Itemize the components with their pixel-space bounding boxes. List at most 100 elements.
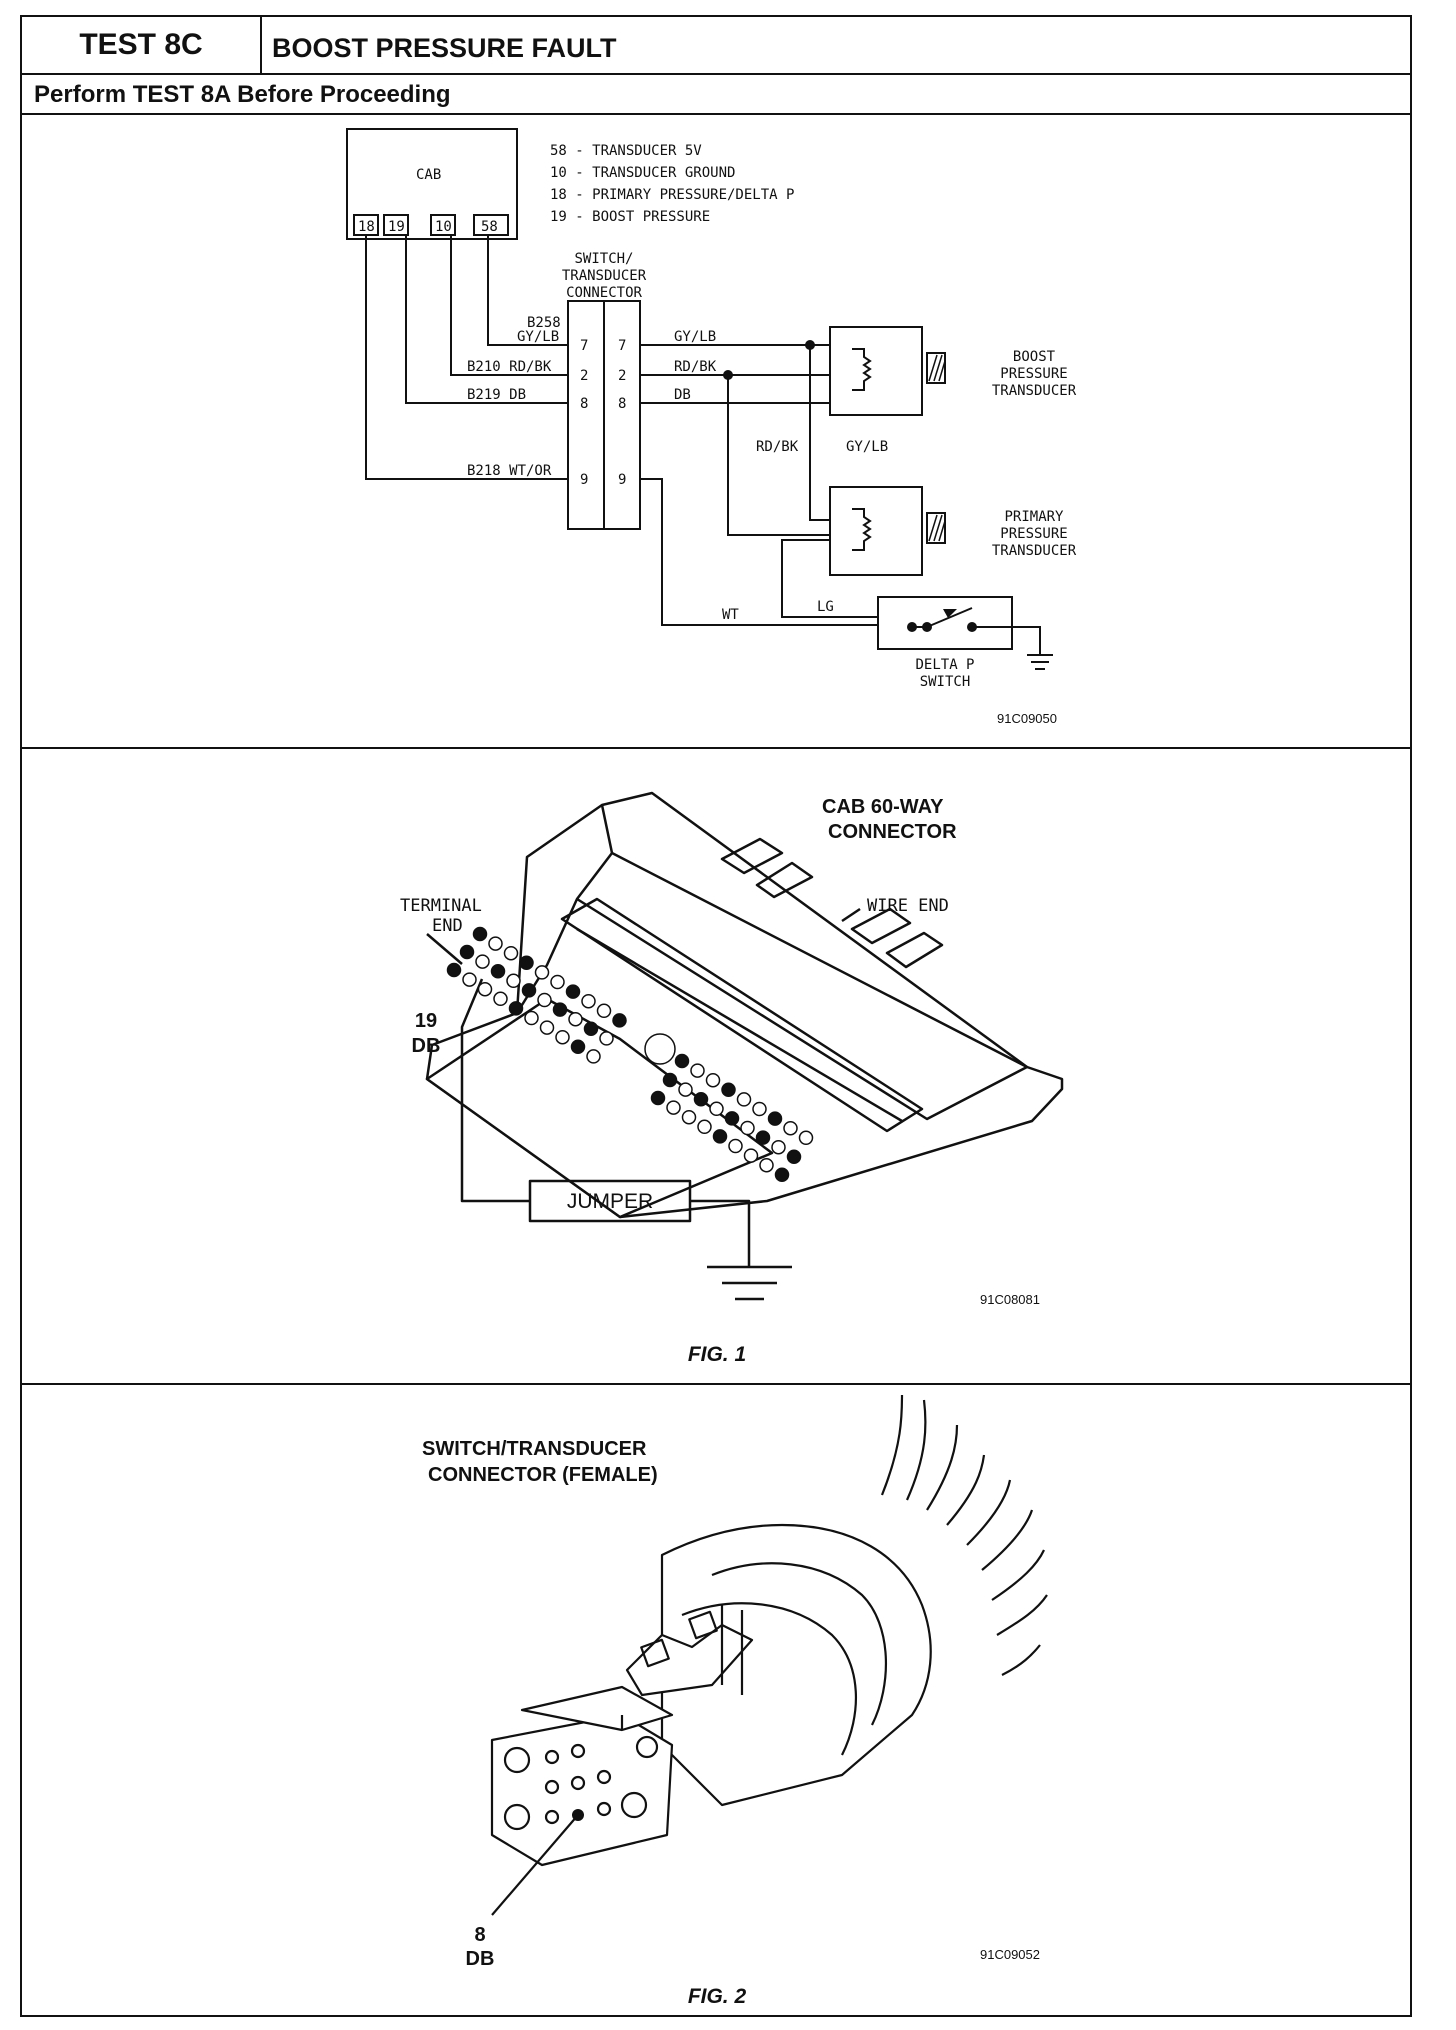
connector-pin	[586, 1049, 601, 1064]
branch-label-wt: WT	[722, 607, 739, 623]
connector-pin	[508, 1001, 524, 1016]
connector-pin	[537, 992, 552, 1008]
cab-pin-58-box	[473, 214, 509, 236]
cavity-8-right: 8	[618, 396, 626, 412]
connector-pin	[475, 954, 490, 969]
wire-b219	[405, 235, 568, 404]
connector-pin	[519, 955, 534, 971]
boost-label-2: PRESSURE	[1000, 366, 1067, 382]
wire-rdbk-branch	[727, 375, 830, 536]
connector-center-hole	[644, 1033, 676, 1065]
fig1-title-1: CAB 60-WAY	[822, 796, 944, 818]
connector-pin	[599, 1031, 614, 1046]
connector-pin	[740, 1120, 755, 1136]
connector-pin	[736, 1092, 752, 1107]
jumper-wire-right	[690, 1199, 751, 1267]
delta-p-switch-box	[877, 596, 1013, 650]
connector-label-2: TRANSDUCER	[562, 268, 647, 284]
cab-pin-58: 58	[481, 219, 498, 235]
branch-label-gylb: GY/LB	[846, 439, 888, 455]
wire-lg	[781, 539, 878, 618]
latch-3	[850, 907, 912, 945]
connector-pin	[539, 1020, 555, 1035]
connector-pin	[581, 993, 596, 1009]
connector-pin	[743, 1148, 759, 1163]
wiring-schematic: CAB 18 19 10 58 58 - TRANSDUCER 5V 10 - …	[346, 128, 1077, 726]
wire-b210	[450, 235, 568, 376]
primary-transducer-port	[926, 512, 946, 544]
fig2-pin-callout-color: DB	[466, 1948, 495, 1970]
wire-label-b258: B258	[527, 315, 561, 331]
fig1-caption: FIG. 1	[688, 1343, 746, 1366]
wire-label-right-rdbk: RD/BK	[674, 359, 717, 375]
pin-legend-19: 19 - BOOST PRESSURE	[550, 209, 710, 225]
latch-4	[885, 931, 944, 969]
connector-pin	[767, 1111, 783, 1126]
connector-pin	[724, 1111, 740, 1126]
cab-connector-illustration: CAB 60-WAY CONNECTOR 19 DB TERMINAL END …	[400, 791, 1064, 1366]
primary-label-3: TRANSDUCER	[992, 543, 1077, 559]
connector-pin	[583, 1021, 599, 1037]
latch-2	[755, 861, 814, 899]
pin-legend-18: 18 - PRIMARY PRESSURE/DELTA P	[550, 187, 794, 203]
schematic-panel: CAB 18 19 10 58 58 - TRANSDUCER 5V 10 - …	[22, 115, 1410, 747]
connector-pin	[555, 1029, 570, 1045]
cab-module-box	[346, 128, 518, 240]
connector-pin	[550, 974, 565, 990]
cavity-8-left: 8	[580, 396, 588, 412]
fig2-caption: FIG. 2	[688, 1985, 747, 2008]
connector-latch	[625, 1623, 754, 1697]
connector-pin	[552, 1002, 568, 1017]
branch-label-rdbk: RD/BK	[756, 439, 799, 455]
connector-label-3: CONNECTOR	[566, 285, 642, 301]
boost-label-3: TRANSDUCER	[992, 383, 1077, 399]
connector-pin	[783, 1120, 798, 1136]
wire-b258	[487, 235, 568, 346]
page-frame: TEST 8C BOOST PRESSURE FAULT Perform TES…	[20, 15, 1412, 2017]
connector-pin	[666, 1100, 681, 1115]
boost-transducer-box	[829, 326, 923, 416]
cavity-9-right: 9	[618, 472, 626, 488]
switch-ground-wire	[1012, 626, 1041, 655]
connector-pin	[472, 926, 488, 942]
connector-pin	[596, 1003, 612, 1019]
cavity-7-right: 7	[618, 338, 626, 354]
cab-pin-19-box	[383, 214, 409, 236]
connector-pin	[771, 1139, 786, 1155]
connector-pin	[786, 1149, 802, 1165]
latch-1	[720, 837, 784, 875]
connector-pin	[459, 944, 475, 960]
connector-pin	[705, 1072, 721, 1088]
fig2-title-1: SWITCH/TRANSDUCER	[422, 1438, 647, 1460]
wire-end-label: WIRE END	[867, 896, 949, 916]
connector-pin	[493, 991, 508, 1007]
schematic-figure-code: 91C09050	[997, 711, 1057, 726]
primary-label-2: PRESSURE	[1000, 526, 1067, 542]
connector-pin	[521, 983, 537, 998]
connector-pin	[462, 972, 477, 987]
connector-pin	[752, 1101, 767, 1117]
cab-pin-10-box	[430, 214, 456, 236]
boost-transducer-port	[926, 352, 946, 384]
connector-pin	[774, 1167, 790, 1183]
connector-pin	[650, 1090, 666, 1106]
cavity-9-left: 9	[580, 472, 588, 488]
fig2-pin-callout-num: 8	[474, 1924, 485, 1946]
connector-pin	[488, 936, 503, 951]
connector-pin	[721, 1082, 736, 1098]
connector-pin	[612, 1013, 627, 1028]
wire-b218	[365, 235, 568, 480]
fig2-title-2: CONNECTOR (FEMALE)	[428, 1464, 658, 1486]
connector-pin	[446, 962, 462, 978]
terminal-end-label-2: END	[432, 916, 463, 936]
wire-label-b219: B219 DB	[467, 387, 526, 403]
fig1-pin-callout-color: DB	[412, 1035, 441, 1057]
pin-legend-58: 58 - TRANSDUCER 5V	[550, 143, 702, 159]
connector-pin	[570, 1039, 586, 1055]
test-id: TEST 8C	[22, 17, 262, 73]
connector-pin	[477, 981, 493, 997]
connector-pin	[565, 984, 581, 999]
wire-label-right-db: DB	[674, 387, 691, 403]
primary-label-1: PRIMARY	[1004, 509, 1064, 525]
wire-label-b210: B210 RD/BK	[467, 359, 552, 375]
